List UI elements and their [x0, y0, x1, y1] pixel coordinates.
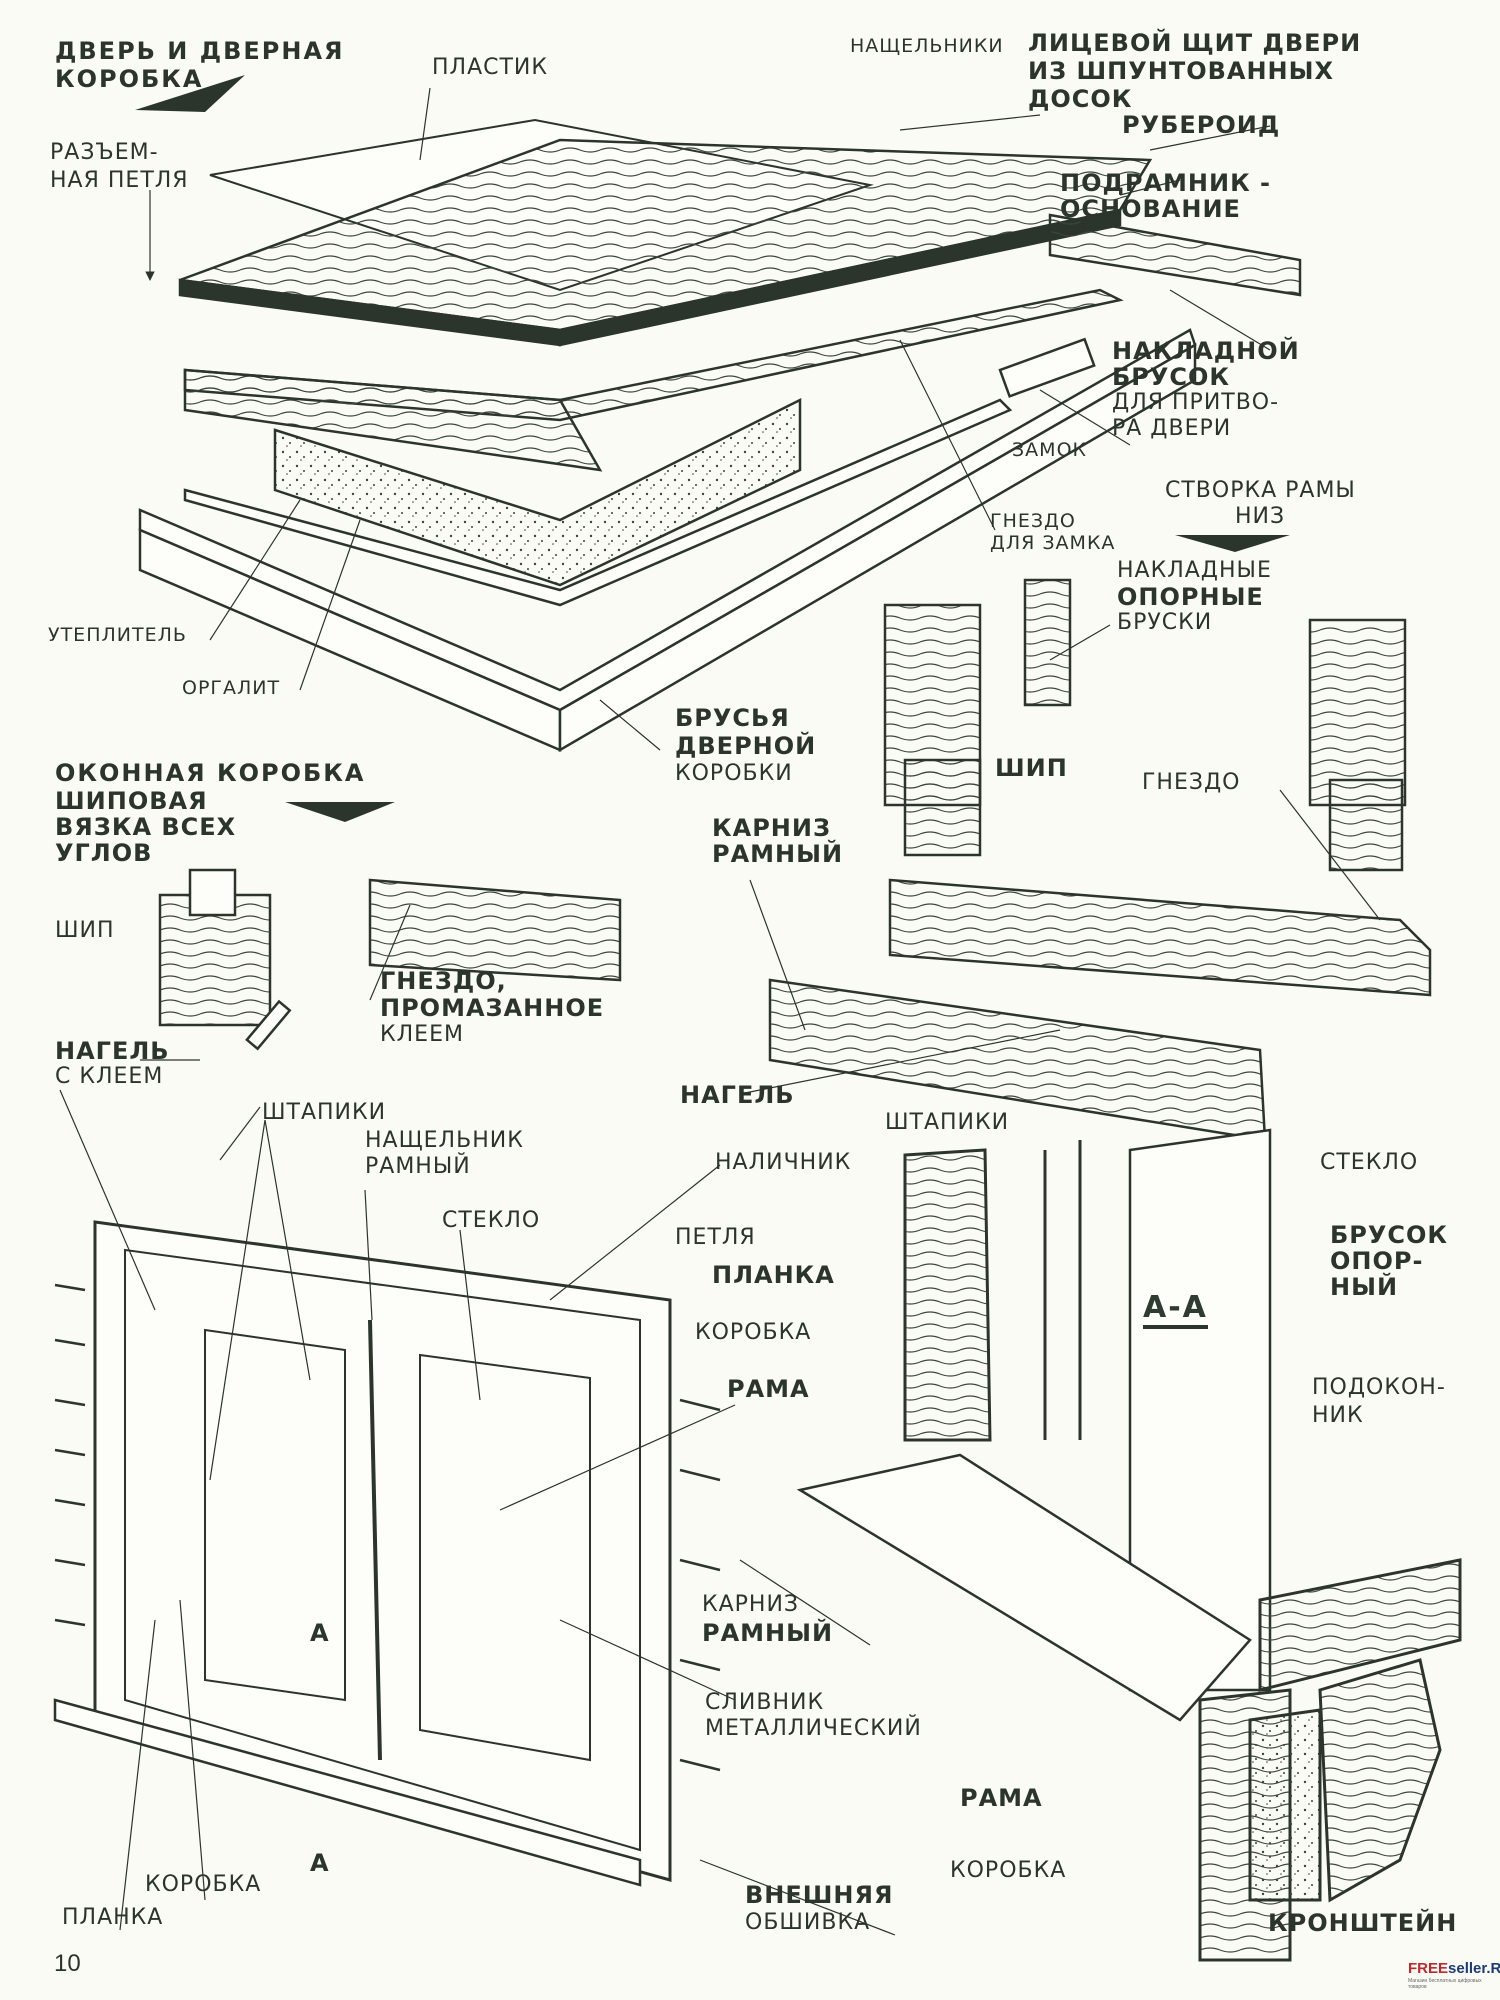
window-box-subheading-2: ВЯЗКА ВСЕХ	[55, 813, 237, 841]
label-roofing-felt: РУБЕРОИД	[1122, 111, 1281, 139]
label-support-bar-3: НЫЙ	[1330, 1273, 1399, 1301]
section-mark-top: А	[310, 1619, 330, 1647]
sash-heading-line2: НИЗ	[1235, 504, 1286, 529]
sash-drawing	[768, 578, 1432, 1142]
label-aa-frame: РАМА	[727, 1375, 810, 1403]
label-sash-dowel: НАГЕЛЬ	[680, 1081, 795, 1109]
label-dowel-glue-1: НАГЕЛЬ	[55, 1037, 170, 1065]
label-drip-2: МЕТАЛЛИЧЕСКИЙ	[705, 1716, 922, 1741]
window-box-subheading-3: УГЛОВ	[55, 839, 153, 867]
label-dowel-glue-2: С КЛЕЕМ	[55, 1064, 164, 1089]
label-cladding-2: ОБШИВКА	[745, 1910, 871, 1935]
label-aa-frame2: РАМА	[960, 1784, 1043, 1812]
label-glass: СТЕКЛО	[442, 1208, 541, 1233]
label-face-panel-2: ИЗ ШПУНТОВАННЫХ	[1028, 57, 1334, 85]
label-casing: НАЛИЧНИК	[715, 1150, 852, 1175]
label-bracket: КРОНШТЕЙН	[1268, 1909, 1458, 1937]
section-aa-drawing	[796, 1128, 1462, 1962]
label-sash-tenon: ШИП	[995, 754, 1068, 782]
label-sash-socket: ГНЕЗДО	[1142, 770, 1241, 795]
label-glazing-beads: ШТАПИКИ	[262, 1100, 387, 1125]
label-frame-cover-2: РАМНЫЙ	[365, 1154, 471, 1179]
door-heading-line2: КОРОБКА	[55, 65, 204, 93]
label-hardboard: ОРГАЛИТ	[182, 677, 281, 699]
watermark-subtitle: Магазин бесплатных цифровых товаров	[1408, 1978, 1482, 1990]
label-frame-bars-2: ДВЕРНОЙ	[675, 732, 817, 760]
label-cover-strips: НАЩЕЛЬНИКИ	[850, 35, 1004, 57]
label-support-bars-2: ОПОРНЫЕ	[1117, 583, 1264, 611]
label-socket-glued-2: ПРОМАЗАННОЕ	[380, 994, 605, 1022]
label-support-bar-1: БРУСОК	[1330, 1221, 1449, 1249]
label-socket-glued-3: КЛЕЕМ	[380, 1022, 464, 1047]
page-number: 10	[54, 1950, 81, 1977]
label-frame-cover-1: НАЩЕЛЬНИК	[365, 1128, 524, 1153]
door-assembly-drawing	[138, 118, 1302, 753]
label-lock: ЗАМОК	[1012, 439, 1088, 461]
label-cladding-1: ВНЕШНЯЯ	[745, 1881, 894, 1909]
heading-wedges	[135, 75, 1290, 822]
label-aa-glass: СТЕКЛО	[1320, 1150, 1419, 1175]
label-overlay-bar-2: БРУСОК	[1112, 363, 1231, 391]
label-front-box: КОРОБКА	[145, 1872, 262, 1897]
label-face-panel-1: ЛИЦЕВОЙ ЩИТ ДВЕРИ	[1028, 29, 1362, 57]
label-plastic: ПЛАСТИК	[432, 55, 549, 80]
label-front-strip: ПЛАНКА	[62, 1905, 164, 1930]
label-lock-socket-1: ГНЕЗДО	[990, 510, 1076, 532]
label-overlay-bar-4: РА ДВЕРИ	[1112, 416, 1232, 441]
watermark-brand-blue: seller.RV	[1448, 1960, 1500, 1977]
window-box-joint-drawing	[158, 868, 622, 1051]
label-box-tenon: ШИП	[55, 918, 115, 943]
label-sill-1: ПОДОКОН-	[1312, 1375, 1446, 1400]
label-overlay-bar-3: ДЛЯ ПРИТВО-	[1112, 390, 1280, 415]
watermark-logo[interactable]: FREEseller.RV	[1408, 1960, 1500, 1977]
label-support-bars-1: НАКЛАДНЫЕ	[1117, 558, 1272, 583]
label-hinge: ПЕТЛЯ	[675, 1225, 756, 1250]
window-front-drawing	[53, 1220, 721, 1887]
label-frame-bars-1: БРУСЬЯ	[675, 704, 790, 732]
label-support-bars-3: БРУСКИ	[1117, 610, 1213, 635]
label-sash-cornice-1: КАРНИЗ	[712, 814, 832, 842]
label-aa-box: КОРОБКА	[695, 1320, 812, 1345]
label-aa-box2: КОРОБКА	[950, 1858, 1067, 1883]
label-drip-1: СЛИВНИК	[705, 1690, 825, 1715]
label-support-bar-2: ОПОР-	[1330, 1247, 1424, 1275]
label-overlay-bar-1: НАКЛАДНОЙ	[1112, 337, 1300, 365]
label-socket-glued-1: ГНЕЗДО,	[380, 967, 507, 995]
label-sash-cornice-2: РАМНЫЙ	[712, 840, 844, 868]
label-aa-strip: ПЛАНКА	[712, 1261, 835, 1289]
label-sill-2: НИК	[1312, 1403, 1364, 1428]
sash-heading-line1: СТВОРКА РАМЫ	[1165, 478, 1356, 503]
label-frame-bars-3: КОРОБКИ	[675, 761, 793, 786]
label-aa-glazing-beads: ШТАПИКИ	[885, 1110, 1010, 1135]
label-insulation: УТЕПЛИТЕЛЬ	[48, 624, 187, 646]
watermark-brand-red: FREE	[1408, 1960, 1449, 1977]
label-front-cornice-1: КАРНИЗ	[702, 1592, 800, 1617]
section-aa-title: А-А	[1143, 1290, 1208, 1329]
section-mark-bottom: А	[310, 1849, 330, 1877]
label-front-cornice-2: РАМНЫЙ	[702, 1619, 834, 1647]
label-detachable-hinge-1: РАЗЪЕМ-	[50, 140, 159, 165]
label-face-panel-3: ДОСОК	[1028, 85, 1133, 113]
leader-lines	[59, 87, 1381, 1936]
label-subframe-1: ПОДРАМНИК -	[1060, 169, 1272, 197]
label-subframe-2: ОСНОВАНИЕ	[1060, 195, 1241, 223]
window-box-heading: ОКОННАЯ КОРОБКА	[55, 759, 366, 787]
door-heading-line1: ДВЕРЬ И ДВЕРНАЯ	[55, 37, 345, 65]
window-box-subheading-1: ШИПОВАЯ	[55, 787, 208, 815]
label-lock-socket-2: ДЛЯ ЗАМКА	[990, 532, 1116, 554]
label-detachable-hinge-2: НАЯ ПЕТЛЯ	[50, 168, 189, 193]
